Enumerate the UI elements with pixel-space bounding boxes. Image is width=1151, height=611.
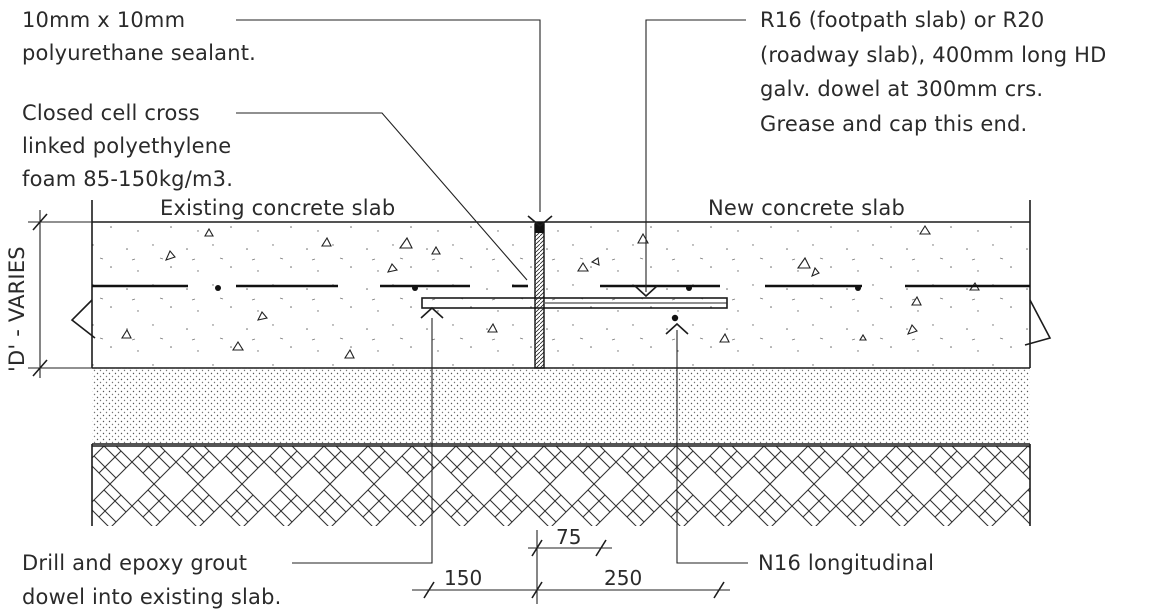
sealant-label-line2: polyurethane sealant. [22,41,256,65]
left-break-line [70,299,96,339]
foam-joint-filler [534,223,545,369]
dowel-label-line2: (roadway slab), 400mm long HD [760,43,1107,67]
dimension-150: 150 [444,566,482,590]
dowel-label-line4: Grease and cap this end. [760,112,1027,136]
dowel-label-line3: galv. dowel at 300mm crs. [760,77,1043,101]
n16-label: N16 longitudinal [758,551,934,575]
sealant-label-line1: 10mm x 10mm [22,8,185,32]
foam-label-line3: foam 85-150kg/m3. [22,167,233,191]
dimension-250: 250 [604,566,642,590]
foam-label-line1: Closed cell cross [22,101,200,125]
n16-bar [671,314,679,322]
right-break-line [1024,299,1052,346]
depth-dimension: 'D' - VARIES [5,210,92,378]
top-reinforcement [92,284,1030,291]
bottom-dimensions [412,530,730,604]
concrete-slab [70,200,1052,369]
foam-label-line2: linked polyethylene [22,134,231,158]
natural-ground [92,446,1030,526]
drill-label-line1: Drill and epoxy grout [22,551,247,575]
depth-label: 'D' - VARIES [5,246,29,372]
sealant [535,222,544,233]
aggregate-marks [121,224,980,359]
dowel-label-line1: R16 (footpath slab) or R20 [760,8,1044,32]
subbase-layer [92,368,1030,444]
existing-slab-label: Existing concrete slab [160,196,395,220]
leader-lines [236,19,748,564]
concrete-fill [92,222,1030,368]
drill-label-line2: dowel into existing slab. [22,585,281,609]
dimension-75: 75 [556,525,581,549]
new-slab-label: New concrete slab [708,196,905,220]
